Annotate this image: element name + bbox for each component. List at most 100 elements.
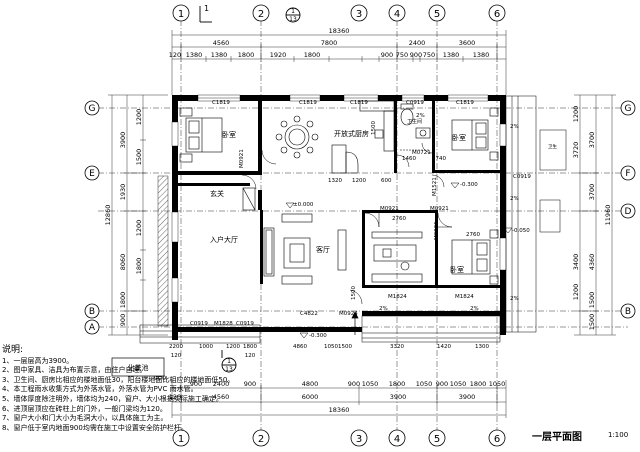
entry-cabinet	[242, 187, 256, 211]
grid-row-f-right: F	[625, 169, 630, 179]
dim-lines-bottom	[171, 380, 507, 418]
room-kitchen: 开放式厨房	[334, 129, 369, 138]
dim-bot-d2: 900	[190, 380, 202, 388]
room-bath: 卫生间	[407, 118, 422, 125]
dim-top-d4: 1920	[270, 51, 287, 59]
dim-right-d4: 1200	[572, 284, 580, 301]
label-c1819-d: C1819	[456, 100, 474, 106]
dim-bot-s4: 120	[245, 353, 256, 359]
door-swings	[241, 142, 453, 305]
label-k-1740: 1740	[432, 156, 446, 162]
section-mark-bottom	[221, 350, 237, 373]
dim-left-d2: 1500	[135, 149, 143, 166]
label-m1828: M1828	[214, 321, 233, 327]
label-m1824-b: M1824	[455, 294, 474, 300]
grid-col-2-bottom: 2	[258, 434, 264, 445]
label-slope-e: 2%	[379, 306, 388, 312]
label-lvl-m050: -0.050	[512, 228, 530, 234]
label-m0921-a: M0921	[380, 206, 399, 212]
kitchen-counters	[331, 100, 395, 174]
note-item: 5、墙体厚度除注明外，墙体均为240，窗户、大小根据实际施工确定。	[2, 394, 223, 403]
dim-bot-span-1: 4560	[213, 393, 230, 401]
label-slope-a: 2%	[416, 113, 425, 119]
grid-col-1-bottom: 1	[178, 434, 184, 445]
label-c1819-a: C1819	[212, 100, 230, 106]
dim-top-total: 18360	[329, 27, 350, 35]
dim-top-d5: 1800	[304, 51, 321, 59]
grid-col-1: 1	[178, 9, 184, 20]
grid-bubbles-right	[620, 100, 636, 319]
label-c0919-c: C0919	[236, 321, 254, 327]
dim-left-d3: 1200	[135, 220, 143, 237]
dim-bot-s6: 1800	[243, 344, 257, 350]
dim-left-span-1: 3900	[119, 132, 127, 149]
label-lvl-0: ±0.000	[293, 202, 314, 208]
dim-right-span-3: 4360	[588, 254, 596, 271]
label-m1521: M1521	[432, 177, 438, 196]
label-k-1460: 1460	[402, 156, 416, 162]
rear-porch	[505, 95, 567, 333]
dim-bot-s2: 1000	[199, 344, 213, 350]
dim-top-span-3: 2400	[409, 39, 426, 47]
dim-bot-d5: 4800	[302, 380, 319, 388]
label-slope-f: 2%	[470, 306, 479, 312]
drawing-title: 一层平面图	[532, 432, 582, 443]
dim-bot-d8: 1800	[389, 380, 406, 388]
room-bedroom-ne: 卧室	[452, 133, 466, 142]
grid-bubbles-top	[172, 4, 506, 22]
dim-bot-d11: 1050	[450, 380, 467, 388]
section-bottom-num: 1	[227, 358, 231, 365]
dim-bot-d10: 900	[436, 380, 448, 388]
level-markers	[285, 182, 513, 339]
dim-right-total: 11960	[604, 205, 612, 226]
dim-top-d8: 900	[410, 51, 422, 59]
label-c4822: C4822	[300, 311, 318, 317]
grid-row-g-right: G	[625, 104, 632, 114]
label-slope-d: 2%	[510, 296, 519, 302]
section-top-sheet: 13	[289, 16, 297, 23]
dim-lines-top	[171, 30, 507, 95]
sofa-set	[263, 213, 347, 285]
dim-bot-s3: 120	[171, 353, 182, 359]
room-bedroom-nw: 卧室	[222, 130, 236, 139]
dim-top-d9: 750	[423, 51, 435, 59]
grid-bubbles-bottom	[172, 429, 506, 447]
windows-left	[171, 121, 179, 303]
grid-col-6: 6	[494, 9, 500, 20]
dim-bot-d4: 900	[244, 380, 256, 388]
dim-right-d3: 3400	[572, 254, 580, 271]
dim-top-span-2: 7800	[321, 39, 338, 47]
grid-col-2: 2	[258, 9, 264, 20]
section-mark-top-label: 1	[204, 4, 209, 13]
dim-top-edge: 120	[169, 51, 181, 59]
label-c1819-c: C1819	[350, 100, 368, 106]
label-m0921-c: M0921	[239, 149, 245, 168]
design-notes: 说明: 1、一层层高为3900。 2、图中家具、洁具为布置示意，由住户自理。 3…	[2, 345, 234, 433]
grid-col-3-bottom: 3	[356, 434, 362, 445]
dim-bot-d7: 1050	[362, 380, 379, 388]
dim-bot-d3: 2400	[213, 380, 230, 388]
note-item: 1、一层层高为3900。	[2, 356, 74, 365]
grid-col-4-bottom: 4	[394, 434, 400, 445]
label-m0721: M0721	[412, 150, 431, 156]
dim-lines-left	[108, 94, 168, 336]
grid-row-e: E	[89, 169, 95, 179]
room-entry-hall: 入户大厅	[210, 235, 238, 244]
dim-right-span-4: 1500	[588, 292, 596, 309]
label-b-2760-b: 2760	[466, 232, 480, 238]
dim-top-span-4: 3600	[459, 39, 476, 47]
grid-row-d-right: D	[625, 207, 632, 217]
dim-bot-s5: 1200	[226, 344, 240, 350]
room-entry: 玄关	[210, 189, 224, 198]
septic-tank	[111, 357, 165, 377]
dim-bot-s1: 2200	[169, 344, 183, 350]
dim-bot-s9: 4860	[293, 344, 307, 350]
bed-se	[451, 229, 499, 285]
dim-left-span-5: 900	[119, 314, 127, 326]
label-slope-b: 2%	[510, 124, 519, 130]
dim-bot-span-2: 6000	[302, 393, 319, 401]
dim-top-d1: 1380	[186, 51, 203, 59]
drawing-scale: 1:100	[608, 431, 629, 439]
section-top-num: 1	[291, 8, 295, 15]
dim-right-span-1: 3700	[588, 132, 596, 149]
